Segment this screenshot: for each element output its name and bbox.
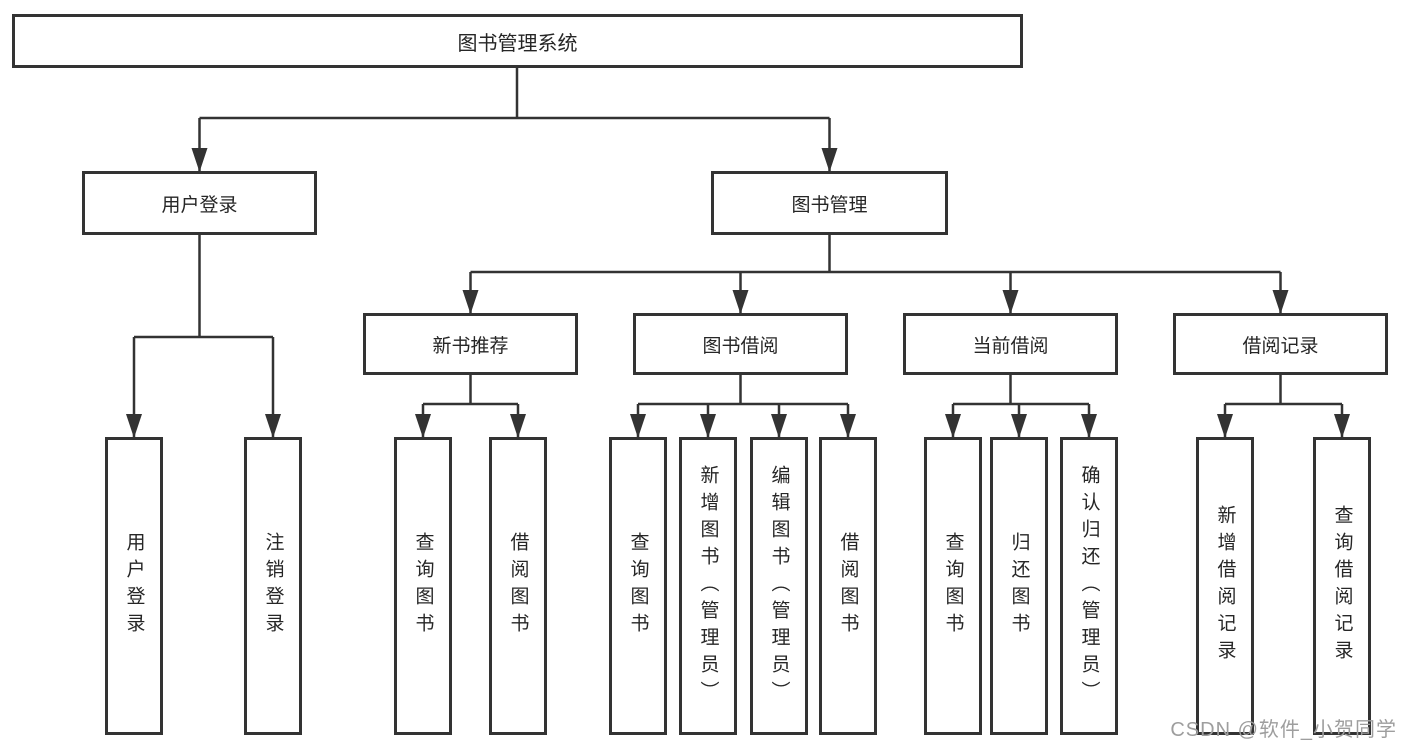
node-label: 图书管理 xyxy=(791,194,868,216)
node-label: 图书管理系统 xyxy=(457,32,578,55)
leaf-label: 查询图书 xyxy=(627,532,649,640)
leaf-edit-books-admin: 编辑图书（管理员） xyxy=(750,437,808,735)
leaf-label: 查询图书 xyxy=(412,532,434,640)
leaf-label: 注销登录 xyxy=(262,532,284,640)
leaf-label: 确认归还（管理员） xyxy=(1078,464,1100,708)
leaf-confirm-return-admin: 确认归还（管理员） xyxy=(1060,437,1118,735)
node-label: 新书推荐 xyxy=(432,335,509,357)
leaf-label: 查询借阅记录 xyxy=(1331,505,1353,667)
node-book-borrow: 图书借阅 xyxy=(633,313,848,375)
leaf-label: 新增图书（管理员） xyxy=(697,464,719,708)
leaf-user-login: 用户登录 xyxy=(105,437,163,735)
csdn-watermark: CSDN @软件_小贺同学 xyxy=(1170,719,1397,741)
node-book-management: 图书管理 xyxy=(711,171,948,235)
node-current-borrow: 当前借阅 xyxy=(903,313,1118,375)
leaf-return-books: 归还图书 xyxy=(990,437,1048,735)
leaf-label: 编辑图书（管理员） xyxy=(768,464,790,708)
node-label: 借阅记录 xyxy=(1242,335,1319,357)
leaf-label: 借阅图书 xyxy=(507,532,529,640)
leaf-add-borrow-record: 新增借阅记录 xyxy=(1196,437,1254,735)
leaf-label: 查询图书 xyxy=(942,532,964,640)
leaf-add-books-admin: 新增图书（管理员） xyxy=(679,437,737,735)
leaf-query-books-recommend: 查询图书 xyxy=(394,437,452,735)
node-borrow-records: 借阅记录 xyxy=(1173,313,1388,375)
leaf-borrow-books-recommend: 借阅图书 xyxy=(489,437,547,735)
node-root-book-management-system: 图书管理系统 xyxy=(12,14,1023,68)
leaf-label: 借阅图书 xyxy=(837,532,859,640)
leaf-label: 用户登录 xyxy=(123,532,145,640)
node-label: 图书借阅 xyxy=(702,335,779,357)
node-new-book-recommend: 新书推荐 xyxy=(363,313,578,375)
leaf-query-books-current: 查询图书 xyxy=(924,437,982,735)
leaf-label: 归还图书 xyxy=(1008,532,1030,640)
node-label: 当前借阅 xyxy=(972,335,1049,357)
leaf-borrow-books: 借阅图书 xyxy=(819,437,877,735)
leaf-label: 新增借阅记录 xyxy=(1214,505,1236,667)
leaf-query-books-borrow: 查询图书 xyxy=(609,437,667,735)
leaf-query-borrow-record: 查询借阅记录 xyxy=(1313,437,1371,735)
node-label: 用户登录 xyxy=(161,194,238,216)
leaf-logout: 注销登录 xyxy=(244,437,302,735)
node-user-login: 用户登录 xyxy=(82,171,317,235)
